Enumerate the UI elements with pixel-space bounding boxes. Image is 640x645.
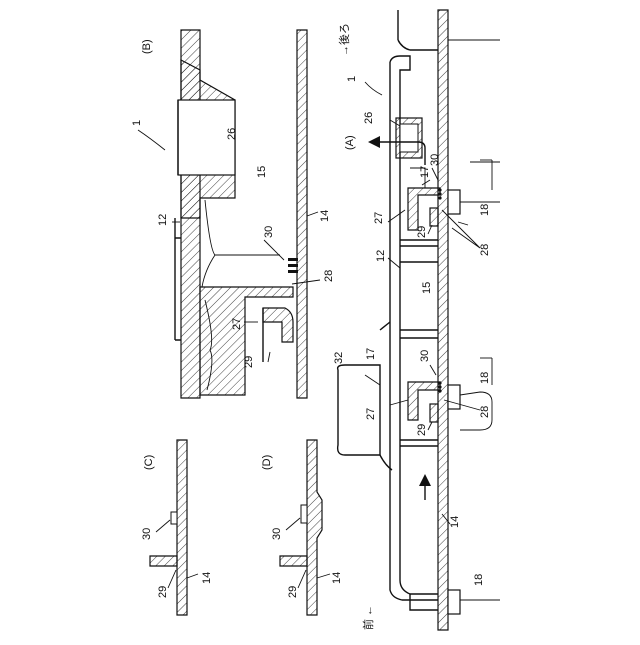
flange-12 <box>175 218 181 340</box>
bolt-18-lower <box>448 385 460 409</box>
label-d-29: 29 <box>287 586 299 598</box>
panel-c: (C) 30 29 14 <box>141 440 213 615</box>
label-a-30b: 30 <box>419 350 431 362</box>
label-a-14: 14 <box>449 516 461 528</box>
label-a-32: 32 <box>333 352 345 364</box>
label-a-27b: 27 <box>365 408 377 420</box>
sealant-30b <box>288 264 298 267</box>
duct-wall-14-c <box>177 440 187 615</box>
duct-wall-14-d <box>307 440 322 615</box>
label-a-30a: 30 <box>429 154 441 166</box>
bracket-29-a-lower <box>430 404 438 422</box>
bracket-29-d <box>280 556 307 566</box>
sealant-30-c <box>171 512 177 524</box>
duct-wall-14-a <box>438 10 448 630</box>
panel-a: (A) →後ろ 前 ← <box>333 10 500 630</box>
label-a-17b: 17 <box>365 348 377 360</box>
bracket-29-c <box>150 556 177 566</box>
label-b-28: 28 <box>323 270 335 282</box>
label-a-26: 26 <box>363 112 375 124</box>
label-b-15: 15 <box>256 166 268 178</box>
label-a-18c: 18 <box>473 574 485 586</box>
label-a-15: 15 <box>421 282 433 294</box>
label-a-28b: 28 <box>479 406 491 418</box>
label-d-30: 30 <box>271 528 283 540</box>
label-b-30: 30 <box>263 226 275 238</box>
label-d-14: 14 <box>331 572 343 584</box>
bolt-18-bottom <box>448 590 460 614</box>
direction-rear: →後ろ <box>337 23 351 56</box>
label-a-28a: 28 <box>479 244 491 256</box>
label-b-14: 14 <box>319 210 331 222</box>
sealant-30c <box>288 270 298 273</box>
duct-wall-14 <box>297 30 307 398</box>
panel-c-label: (C) <box>143 455 155 470</box>
label-b-26: 26 <box>226 128 238 140</box>
label-c-14: 14 <box>201 572 213 584</box>
bolt-18-upper <box>448 190 460 214</box>
direction-front: 前 ← <box>361 605 375 630</box>
label-b-1: 1 <box>131 120 143 126</box>
sealant-30-d <box>301 505 307 523</box>
panel-d-label: (D) <box>261 455 273 470</box>
panel-b-label: (B) <box>141 39 153 54</box>
rib-27 <box>200 287 293 395</box>
label-a-29a: 29 <box>416 226 428 238</box>
label-a-1: 1 <box>346 76 358 82</box>
label-a-27a: 27 <box>373 212 385 224</box>
panel-d: (D) 30 29 14 <box>261 440 343 615</box>
label-b-27: 27 <box>231 318 243 330</box>
label-b-12: 12 <box>157 214 169 226</box>
label-a-29b: 29 <box>416 424 428 436</box>
label-c-29: 29 <box>157 586 169 598</box>
panel-b: (B) 1 26 15 12 14 <box>131 30 335 398</box>
label-c-30: 30 <box>141 528 153 540</box>
label-a-18a: 18 <box>479 204 491 216</box>
label-a-17a: 17 <box>419 166 431 178</box>
label-b-29: 29 <box>243 356 255 368</box>
label-a-12: 12 <box>375 250 387 262</box>
panel-a-label: (A) <box>344 135 356 150</box>
label-a-18b: 18 <box>479 372 491 384</box>
bracket-29-a-upper <box>430 208 438 226</box>
bracket-29 <box>263 308 293 342</box>
sealant-30a <box>288 258 298 261</box>
